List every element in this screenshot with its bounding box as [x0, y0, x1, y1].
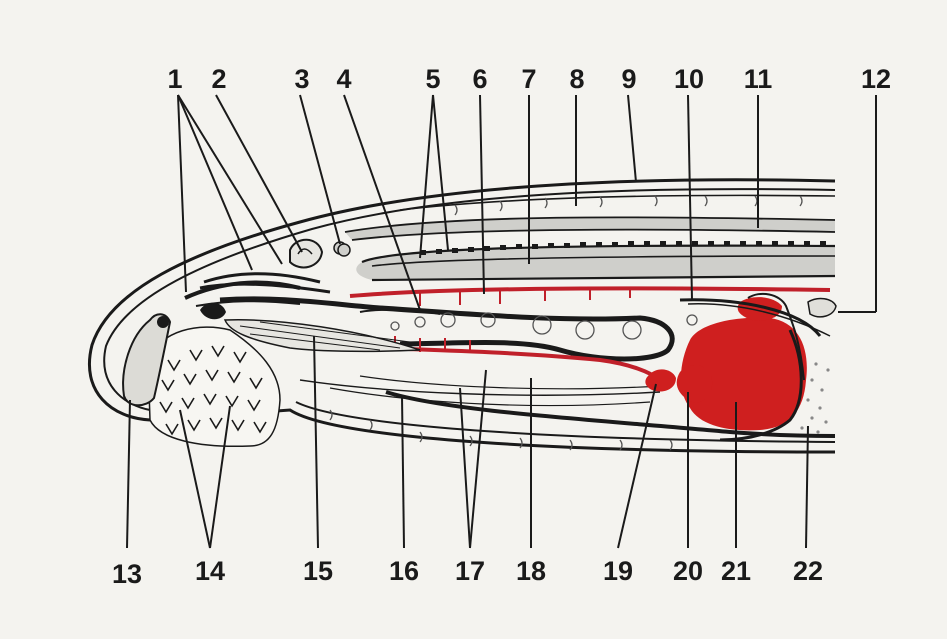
label-6: 6 [472, 64, 487, 94]
label-18: 18 [516, 556, 546, 586]
label-5: 5 [425, 64, 440, 94]
label-14: 14 [195, 556, 225, 586]
label-17: 17 [455, 556, 485, 586]
label-11: 11 [744, 64, 773, 94]
notochord [356, 241, 835, 280]
label-10: 10 [674, 64, 704, 94]
posterior-structure [808, 299, 836, 317]
eye-spot [338, 244, 350, 256]
label-21: 21 [721, 556, 751, 586]
label-2: 2 [211, 64, 226, 94]
label-19: 19 [603, 556, 633, 586]
label-15: 15 [303, 556, 333, 586]
label-3: 3 [294, 64, 309, 94]
label-8: 8 [569, 64, 584, 94]
label-13: 13 [112, 559, 142, 589]
label-12: 12 [861, 64, 891, 94]
label-16: 16 [389, 556, 419, 586]
label-22: 22 [793, 556, 823, 586]
fin-ray-marks [455, 196, 802, 215]
label-7: 7 [521, 64, 536, 94]
label-4: 4 [336, 64, 351, 94]
label-1: 1 [167, 64, 182, 94]
label-20: 20 [673, 556, 703, 586]
red-organ-mass [645, 294, 806, 431]
label-9: 9 [621, 64, 636, 94]
dorsal-fin-chambers [400, 195, 835, 215]
